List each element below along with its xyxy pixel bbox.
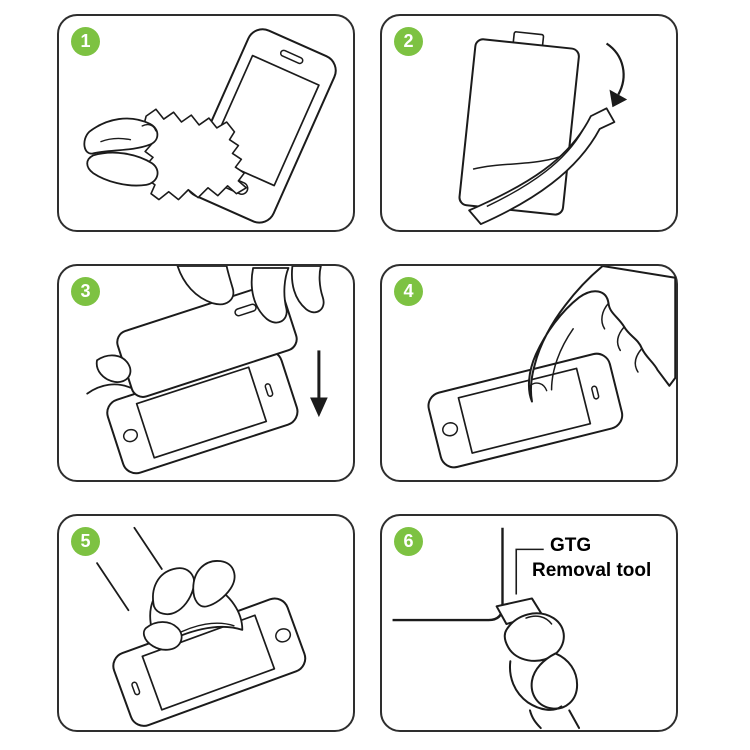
right-hand xyxy=(178,266,324,323)
gtg-removal-tool-label: GTG Removal tool xyxy=(532,534,651,583)
step-number-badge: 4 xyxy=(394,277,423,306)
step-panel-3: 3 xyxy=(57,264,355,482)
phone xyxy=(104,348,301,477)
remove-film-illustration xyxy=(59,516,353,730)
gtg-label-line2: Removal tool xyxy=(532,559,652,581)
press-screen-illustration xyxy=(382,266,676,480)
step-number-badge: 6 xyxy=(394,527,423,556)
clean-screen-illustration xyxy=(59,16,353,230)
step-number-badge: 1 xyxy=(71,27,100,56)
step-number-badge: 5 xyxy=(71,527,100,556)
label-leader-line xyxy=(516,549,543,594)
gtg-label-line1: GTG xyxy=(550,535,592,556)
align-glass-illustration xyxy=(59,266,328,480)
step-panel-1: 1 xyxy=(57,14,355,232)
removal-tool-illustration xyxy=(382,516,676,730)
peel-direction-arrow xyxy=(607,43,628,108)
hand xyxy=(84,119,157,186)
step-panel-4: 4 xyxy=(380,264,678,482)
step-panel-5: 5 xyxy=(57,514,355,732)
phone xyxy=(426,351,625,470)
pinching-fingers xyxy=(505,613,579,728)
left-hand xyxy=(87,355,130,393)
step-panel-6: 6 GTG Removal tool xyxy=(380,514,678,732)
step-panel-2: 2 xyxy=(380,14,678,232)
film-fold-line xyxy=(487,130,583,207)
peel-film-illustration xyxy=(382,16,628,230)
step-number-badge: 2 xyxy=(394,27,423,56)
peeling-hand xyxy=(97,528,235,650)
pressing-hand xyxy=(529,266,675,401)
step-number-badge: 3 xyxy=(71,277,100,306)
down-arrow xyxy=(310,350,328,418)
phone xyxy=(109,595,309,730)
